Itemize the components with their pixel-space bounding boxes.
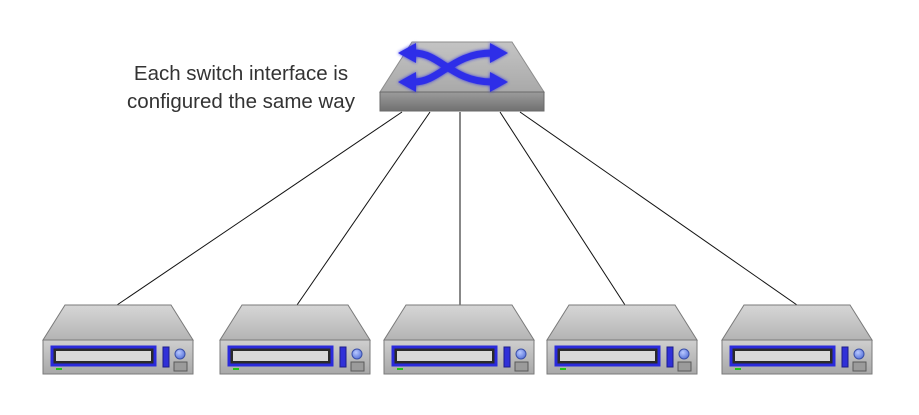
power-led xyxy=(233,368,239,370)
caption-line-1: Each switch interface is xyxy=(133,62,349,85)
power-button-icon xyxy=(174,348,186,360)
power-button-icon xyxy=(515,348,527,360)
drive-bay-slot xyxy=(397,351,492,361)
drive-bay-slot xyxy=(560,351,655,361)
power-button-icon xyxy=(853,348,865,360)
usb-port xyxy=(677,361,692,372)
power-led xyxy=(735,368,741,370)
diagram-caption: Each switch interface is configured the … xyxy=(96,60,386,116)
server-top-face xyxy=(42,304,194,341)
server-icon xyxy=(383,304,535,375)
drive-bay-slot xyxy=(233,351,328,361)
power-button-icon xyxy=(678,348,690,360)
power-button-icon xyxy=(351,348,363,360)
power-led xyxy=(560,368,566,370)
usb-port xyxy=(350,361,365,372)
server-icon xyxy=(721,304,873,375)
server-top-face xyxy=(383,304,535,341)
link-line xyxy=(116,111,403,306)
server-top-face xyxy=(219,304,371,341)
power-led xyxy=(397,368,403,370)
status-indicator xyxy=(339,346,347,368)
usb-port xyxy=(514,361,529,372)
status-indicator xyxy=(503,346,511,368)
status-indicator xyxy=(162,346,170,368)
status-indicator xyxy=(841,346,849,368)
status-indicator xyxy=(666,346,674,368)
drive-bay-slot xyxy=(735,351,830,361)
power-led xyxy=(56,368,62,370)
server-top-face xyxy=(721,304,873,341)
usb-port xyxy=(852,361,867,372)
link-line xyxy=(296,111,431,306)
switch-arrows-icon xyxy=(398,43,508,92)
connection-links xyxy=(116,111,798,306)
drive-bay-slot xyxy=(56,351,151,361)
link-line xyxy=(519,111,798,306)
server-icon xyxy=(546,304,698,375)
network-switch-icon xyxy=(379,41,545,112)
usb-port xyxy=(173,361,188,372)
server-top-face xyxy=(546,304,698,341)
server-icon xyxy=(42,304,194,375)
server-icon xyxy=(219,304,371,375)
servers xyxy=(42,304,873,375)
caption-line-2: configured the same way xyxy=(127,90,355,113)
link-line xyxy=(499,111,626,306)
